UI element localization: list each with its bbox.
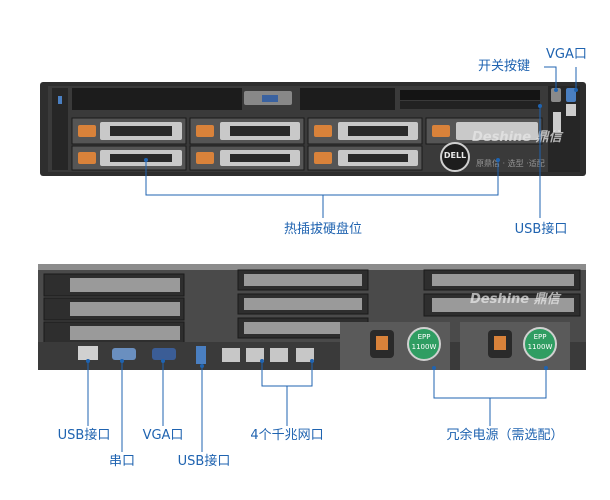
front-vga-label: VGA口 xyxy=(546,47,587,62)
redundant-psu-label: 冗余电源（需选配） xyxy=(446,428,564,443)
front-callout-lines xyxy=(144,66,578,218)
rear-usb-center-label: USB接口 xyxy=(177,454,231,469)
rear-panel xyxy=(0,250,610,500)
rear-usb-left-label: USB接口 xyxy=(57,428,111,443)
front-watermark: Deshine 鼎信 xyxy=(472,130,562,145)
gigabit-lan-label: 4个千兆网口 xyxy=(250,428,324,443)
hot-swap-bays-label: 热插拔硬盘位 xyxy=(283,222,363,237)
front-panel xyxy=(40,82,586,176)
power-button-label: 开关按键 xyxy=(478,59,531,74)
psu2-badge-top: EPP xyxy=(533,333,547,341)
psu1-badge-bottom: 1100W xyxy=(411,343,437,351)
rear-watermark: Deshine 鼎信 xyxy=(470,292,560,307)
dell-logo: DELL xyxy=(443,151,467,160)
psu1-badge-top: EPP xyxy=(417,333,431,341)
rear-vga-label: VGA口 xyxy=(142,428,184,443)
front-usb-label: USB接口 xyxy=(514,222,568,237)
serial-port-label: 串口 xyxy=(108,454,136,469)
psu2-badge-bottom: 1100W xyxy=(527,343,553,351)
front-watermark-sub: 原鼎信 · 选型 ·适配 xyxy=(476,159,545,168)
